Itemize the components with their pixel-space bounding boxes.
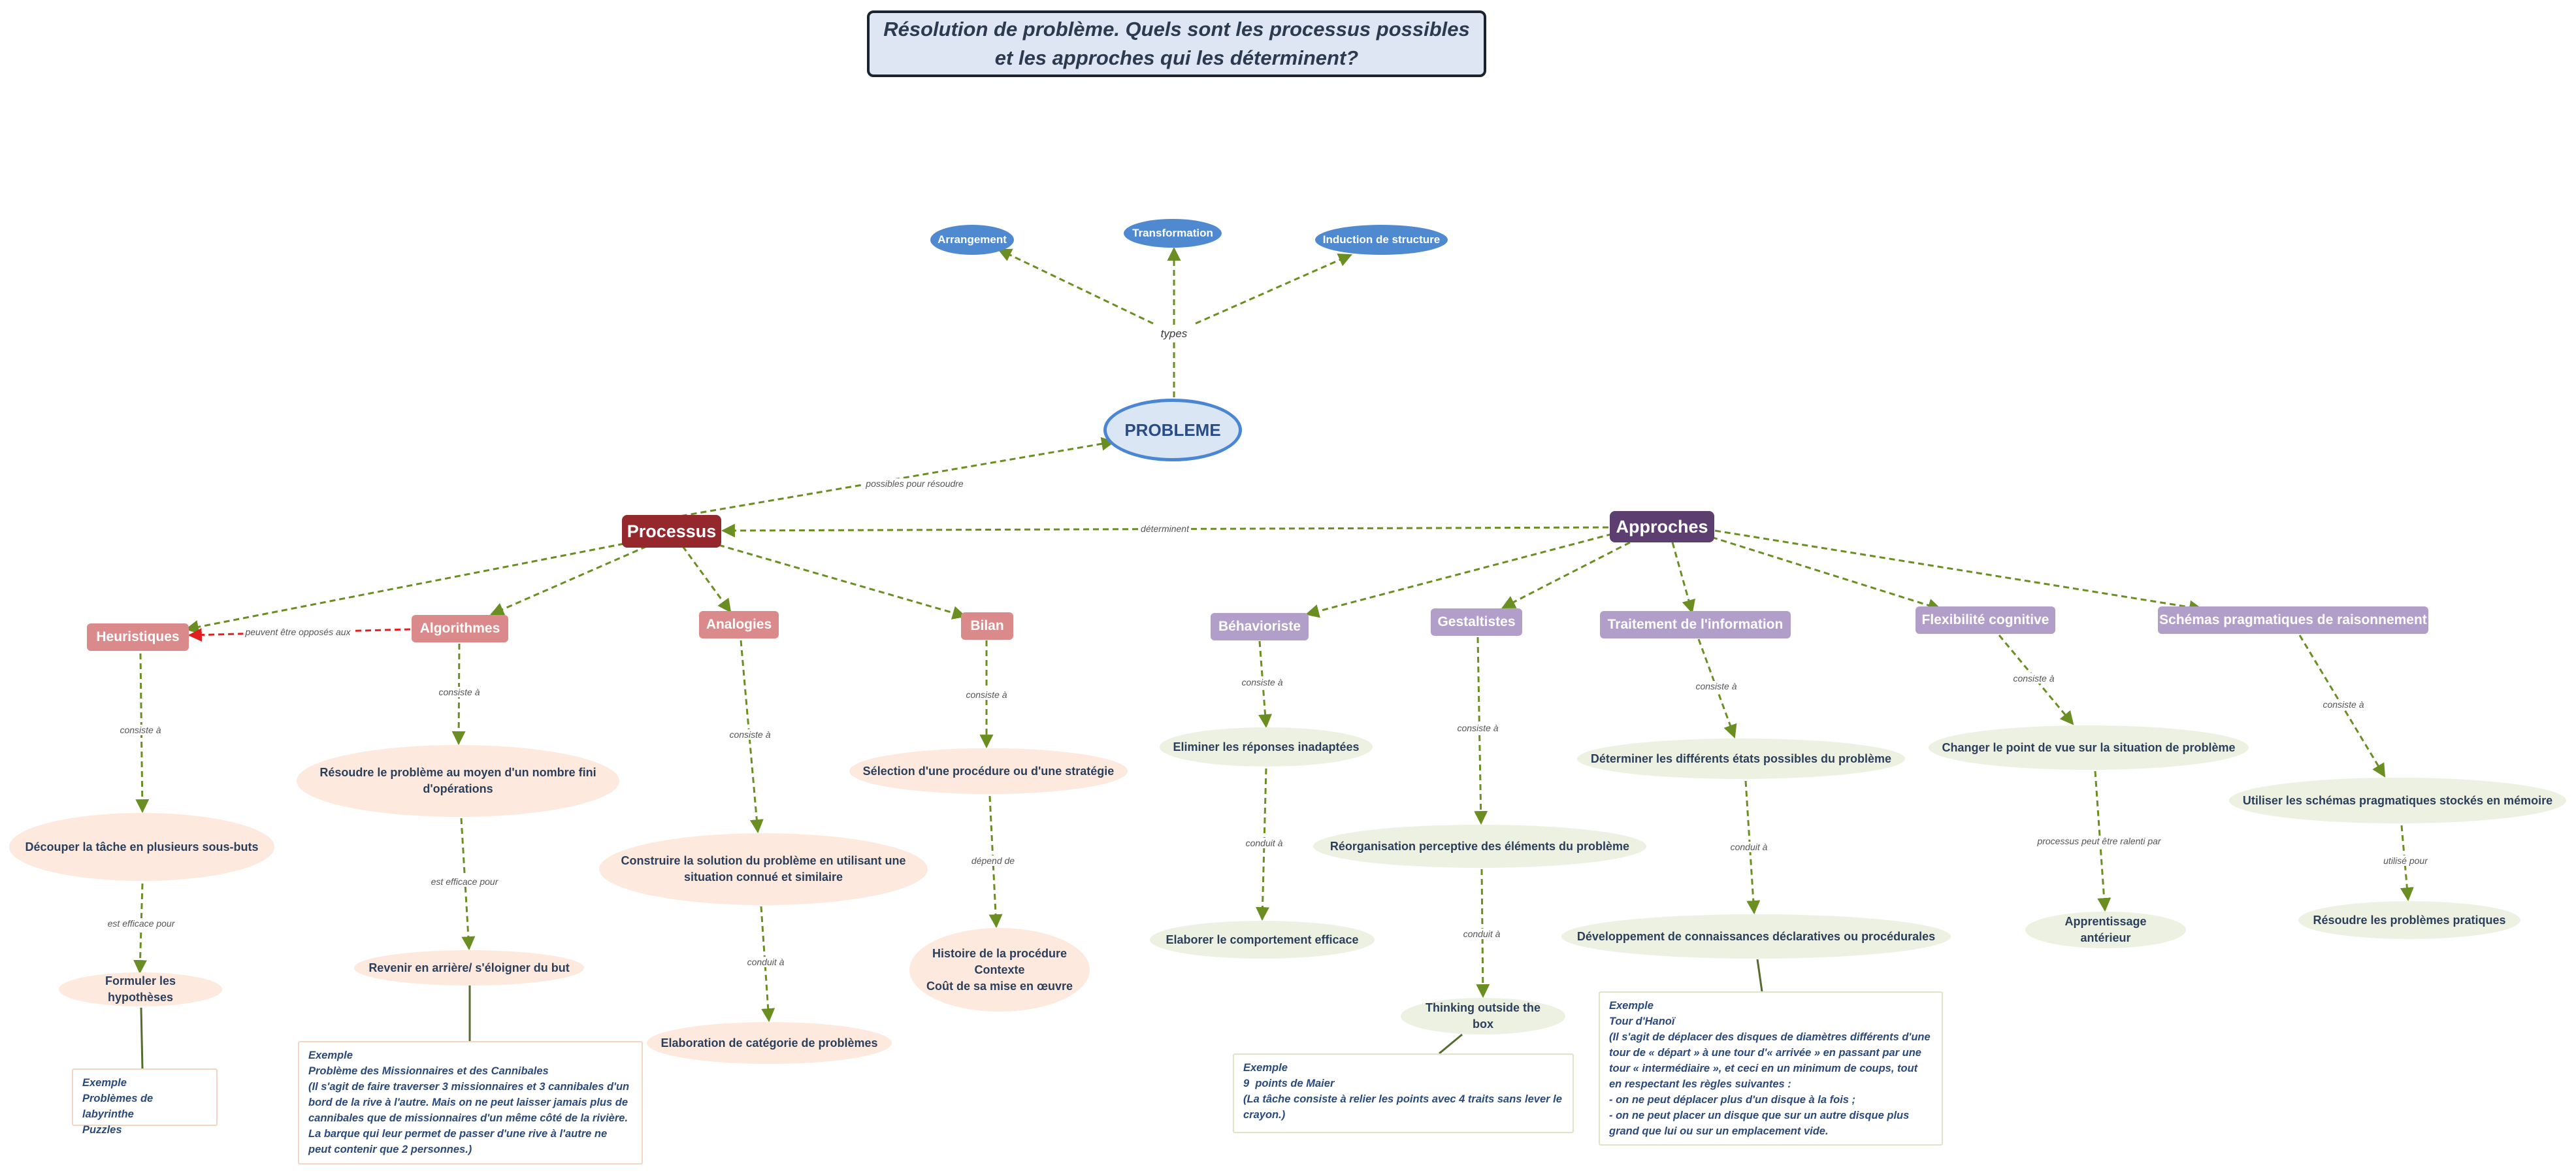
node-b2[interactable]: Histoire de la procédure Contexte Coût d… bbox=[909, 928, 1090, 1012]
link-types-arrangement bbox=[998, 248, 1154, 325]
label-conduit-traitement: conduit à bbox=[1728, 842, 1770, 852]
node-induction[interactable]: Induction de structure bbox=[1315, 225, 1448, 255]
label-consiste-analogies: consiste à bbox=[727, 729, 773, 740]
node-a2[interactable]: Revenir en arrière/ s'éloigner du but bbox=[354, 950, 584, 985]
label-types: types bbox=[1158, 327, 1190, 340]
link-types-induction bbox=[1195, 254, 1352, 325]
node-g1[interactable]: Réorganisation perceptive des éléments d… bbox=[1313, 825, 1646, 868]
node-transformation[interactable]: Transformation bbox=[1124, 219, 1222, 248]
node-a1[interactable]: Résoudre le problème au moyen d'un nombr… bbox=[297, 745, 619, 817]
link-processus-algorithmes bbox=[490, 545, 647, 616]
map-title: Résolution de problème. Quels sont les p… bbox=[867, 10, 1486, 77]
node-traitement[interactable]: Traitement de l'information bbox=[1600, 611, 1791, 638]
node-behavioriste[interactable]: Béhavioriste bbox=[1211, 613, 1309, 640]
connector-h2-note bbox=[140, 1007, 144, 1069]
node-b1[interactable]: Sélection d'une procédure ou d'une strat… bbox=[849, 748, 1128, 794]
node-f1[interactable]: Changer le point de vue sur la situation… bbox=[1929, 725, 2249, 770]
connector-g2-note bbox=[1439, 1033, 1463, 1055]
node-f2[interactable]: Apprentissage antérieur bbox=[2025, 912, 2186, 948]
node-an1[interactable]: Construire la solution du problème en ut… bbox=[599, 833, 928, 905]
node-schemas[interactable]: Schémas pragmatiques de raisonnement bbox=[2158, 606, 2428, 634]
note-heuristiques: Exemple Problèmes de labyrinthe Puzzles bbox=[72, 1068, 218, 1136]
label-consiste-bilan: consiste à bbox=[964, 689, 1009, 700]
node-an2[interactable]: Elaboration de catégorie de problèmes bbox=[647, 1022, 892, 1064]
link-a1-a2 bbox=[460, 818, 476, 951]
link-processus-analogies bbox=[681, 546, 732, 613]
node-gestaltistes[interactable]: Gestaltistes bbox=[1431, 608, 1522, 636]
label-ralenti-flexibilite: processus peut être ralenti par bbox=[2035, 836, 2163, 846]
node-s1[interactable]: Utiliser les schémas pragmatiques stocké… bbox=[2229, 778, 2566, 823]
node-be1[interactable]: Eliminer les réponses inadaptées bbox=[1160, 727, 1373, 767]
node-probleme[interactable]: PROBLEME bbox=[1103, 399, 1242, 461]
label-efficace-h: est efficace pour bbox=[105, 918, 177, 929]
label-consiste-gestaltistes: consiste à bbox=[1455, 723, 1501, 733]
node-algorithmes[interactable]: Algorithmes bbox=[412, 615, 508, 642]
node-be2[interactable]: Elaborer le comportement efficace bbox=[1150, 921, 1375, 959]
label-conduit-behavioriste: conduit à bbox=[1243, 838, 1285, 848]
node-processus[interactable]: Processus bbox=[622, 515, 721, 548]
label-efficace-a: est efficace pour bbox=[429, 876, 500, 887]
note-hanoi: Exemple Tour d'Hanoï (Il s'agit de dépla… bbox=[1599, 991, 1943, 1146]
note-gestalt: Exemple 9 points de Maier (La tâche cons… bbox=[1233, 1053, 1574, 1133]
link-approches-schemas bbox=[1714, 529, 2204, 614]
node-approches[interactable]: Approches bbox=[1610, 511, 1714, 542]
link-analogies-an1 bbox=[740, 640, 764, 834]
link-processus-problem bbox=[671, 437, 1116, 519]
link-processus-bilan bbox=[718, 544, 967, 620]
node-t1[interactable]: Déterminer les différents états possible… bbox=[1577, 738, 1905, 779]
label-utilise-schemas: utilisé pour bbox=[2381, 855, 2430, 866]
note-algorithmes: Exemple Problème des Missionnaires et de… bbox=[298, 1041, 643, 1165]
link-t1-t2 bbox=[1744, 780, 1761, 915]
label-consiste-schemas: consiste à bbox=[2321, 699, 2366, 710]
label-possibles: possibles pour résoudre bbox=[864, 478, 966, 489]
link-approches-traitement bbox=[1671, 542, 1696, 614]
node-h1[interactable]: Découper la tâche en plusieurs sous-buts bbox=[9, 813, 274, 881]
link-processus-heuristiques bbox=[184, 542, 625, 634]
label-consiste-traitement: consiste à bbox=[1693, 681, 1739, 691]
label-consiste-flexibilite: consiste à bbox=[2011, 673, 2057, 684]
node-s2[interactable]: Résoudre les problèmes pratiques bbox=[2298, 901, 2520, 939]
node-g2[interactable]: Thinking outside the box bbox=[1401, 998, 1565, 1034]
node-heuristiques[interactable]: Heuristiques bbox=[87, 623, 189, 651]
label-determinent: déterminent bbox=[1139, 523, 1191, 534]
label-depend-bilan: dépend de bbox=[969, 855, 1017, 866]
label-opposes: peuvent être opposés aux bbox=[243, 627, 353, 637]
node-analogies[interactable]: Analogies bbox=[699, 611, 779, 638]
link-b1-b2 bbox=[988, 795, 1003, 929]
link-approches-gestaltistes bbox=[1501, 541, 1631, 609]
node-t2[interactable]: Développement de connaissances déclarati… bbox=[1561, 914, 1951, 959]
connector-t2-note bbox=[1756, 959, 1763, 992]
node-bilan[interactable]: Bilan bbox=[961, 612, 1013, 640]
link-be1-be2 bbox=[1255, 768, 1269, 921]
node-h2[interactable]: Formuler les hypothèses bbox=[59, 972, 222, 1006]
label-conduit-analogies: conduit à bbox=[745, 957, 787, 967]
label-consiste-algorithmes: consiste à bbox=[436, 687, 482, 697]
link-approches-flexibilite bbox=[1711, 536, 1942, 612]
link-s1-s2 bbox=[2400, 825, 2414, 902]
node-arrangement[interactable]: Arrangement bbox=[930, 225, 1014, 255]
label-consiste-behavioriste: consiste à bbox=[1239, 677, 1285, 687]
link-approches-behavioriste bbox=[1305, 533, 1613, 618]
label-conduit-gestaltistes: conduit à bbox=[1461, 929, 1503, 939]
node-flexibilite[interactable]: Flexibilité cognitive bbox=[1916, 606, 2055, 634]
label-consiste-heuristiques: consiste à bbox=[118, 725, 163, 735]
